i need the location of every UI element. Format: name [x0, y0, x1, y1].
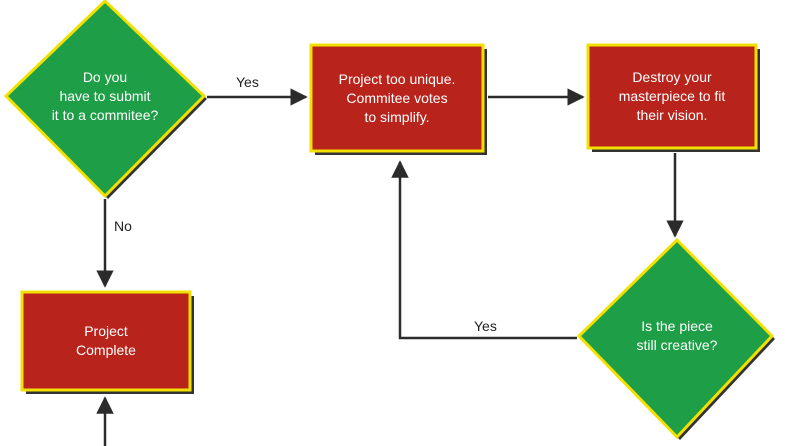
- edge-label-creative-yes: Yes: [474, 318, 497, 334]
- arrow-creative-to-unique: [391, 160, 577, 340]
- complete-box: [20, 290, 192, 392]
- edge-label-submit-yes: Yes: [236, 74, 259, 90]
- destroy-box: [586, 43, 758, 150]
- too-unique-box: [309, 43, 485, 153]
- submit-decision-diamond: [3, 0, 207, 199]
- edge-label-submit-no: No: [114, 218, 132, 234]
- creative-decision-diamond: [576, 237, 775, 440]
